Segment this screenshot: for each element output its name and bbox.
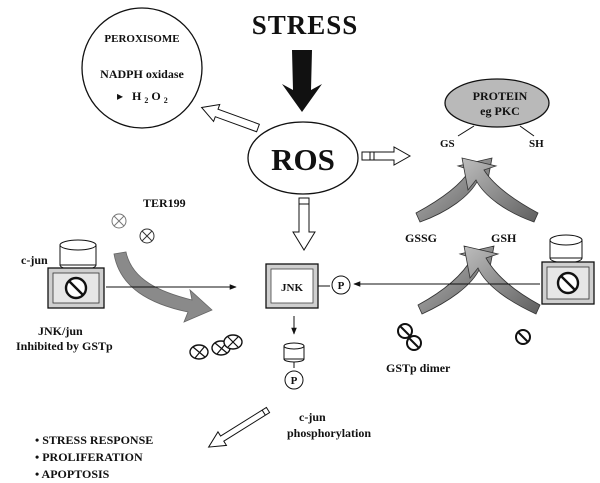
cjun-cylinder-left-icon bbox=[59, 239, 97, 271]
svg-text:P: P bbox=[291, 375, 298, 387]
ros-to-peroxisome-arrow bbox=[200, 103, 261, 133]
ter199-binding-arrow bbox=[113, 251, 213, 323]
jnk-node: JNK bbox=[265, 263, 319, 309]
jnk-jun-gstp-box-right-icon bbox=[541, 261, 595, 305]
protein-line1: PROTEIN bbox=[473, 89, 528, 103]
nadph-oxidase-label: NADPH oxidase bbox=[100, 67, 184, 81]
cjun-phosphorylation-line1: c-jun bbox=[299, 410, 326, 424]
peroxisome-title: PEROXISOME bbox=[104, 33, 179, 45]
gstp-ter199-complex-icon bbox=[189, 334, 243, 360]
gstp-monomer-icon bbox=[515, 329, 531, 345]
jnk-jun-line2: Inhibited by GSTp bbox=[16, 339, 113, 353]
protein-node: PROTEIN eg PKC GS SH bbox=[440, 78, 550, 150]
ros-to-jnk-arrow bbox=[292, 197, 316, 251]
svg-text:P: P bbox=[338, 280, 345, 292]
sh-label: SH bbox=[529, 138, 544, 150]
cjun-left-label: c-jun bbox=[21, 253, 48, 267]
gs-label: GS bbox=[440, 138, 455, 150]
jnk-label: JNK bbox=[281, 282, 303, 294]
gstp-dimer-icon bbox=[397, 323, 422, 351]
redox-cycle-arrows-upper bbox=[415, 157, 539, 223]
outcome-apoptosis: • APOPTOSIS bbox=[35, 467, 110, 481]
ros-to-protein-arrow bbox=[361, 146, 412, 166]
outcome-stress-response: • STRESS RESPONSE bbox=[35, 433, 153, 447]
gssg-label: GSSG bbox=[405, 231, 437, 245]
protein-line2: eg PKC bbox=[480, 104, 520, 118]
redox-cycle-arrows-lower bbox=[417, 245, 541, 315]
ter199-label: TER199 bbox=[143, 196, 186, 210]
stress-label: STRESS bbox=[252, 10, 359, 40]
cjun-phosphorylation-line2: phosphorylation bbox=[287, 426, 371, 440]
cjun-cylinder-right-icon bbox=[549, 234, 583, 264]
outcome-proliferation: • PROLIFERATION bbox=[35, 450, 143, 464]
stress-arrow bbox=[282, 50, 322, 112]
h2o2-label: ▸ H 2 O 2 bbox=[117, 89, 168, 106]
ter199-molecule-2-icon bbox=[139, 228, 155, 244]
cjun-phosphorylated-icon: P bbox=[283, 342, 305, 390]
jnk-jun-gstp-box-icon bbox=[47, 267, 105, 309]
ter199-molecule-1-icon bbox=[111, 213, 127, 229]
gstp-dimer-label: GSTp dimer bbox=[386, 361, 451, 375]
gsh-label: GSH bbox=[491, 231, 517, 245]
bullet-arrow-icon: ▸ bbox=[117, 89, 123, 103]
peroxisome-node: PEROXISOME NADPH oxidase ▸ H 2 O 2 bbox=[81, 7, 203, 129]
jnk-phosphate-icon: P bbox=[331, 275, 351, 295]
jnk-jun-line1: JNK/jun bbox=[38, 324, 83, 338]
to-outcomes-arrow bbox=[207, 406, 271, 448]
ros-label: ROS bbox=[271, 142, 335, 177]
ros-node: ROS bbox=[247, 121, 359, 195]
